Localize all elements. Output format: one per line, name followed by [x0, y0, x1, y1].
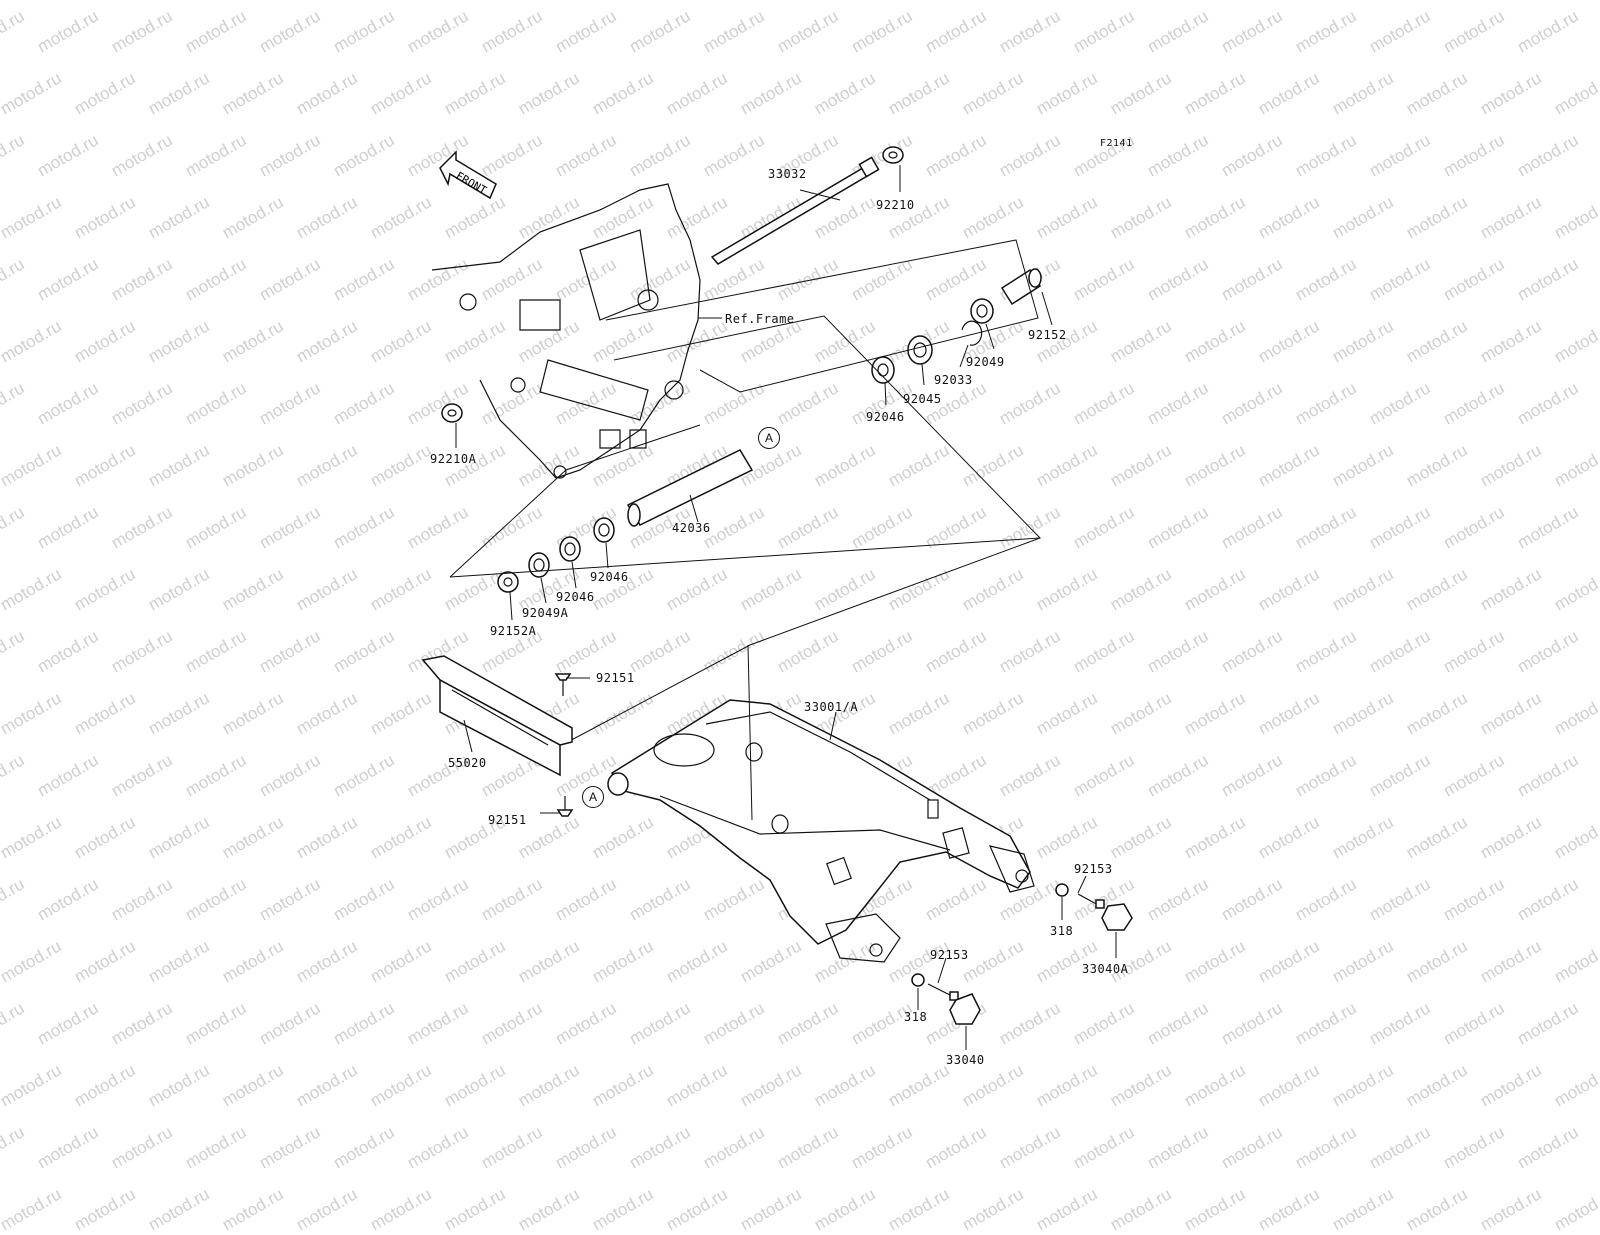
ref-frame-label: Ref.Frame — [725, 312, 795, 326]
part-label: 92049 — [966, 355, 1005, 369]
part-label: 92151 — [488, 813, 527, 827]
bolt-bottom — [556, 796, 574, 817]
collar-top — [1000, 268, 1042, 306]
part-label: 92046 — [866, 410, 905, 424]
part-label: 33032 — [768, 167, 807, 181]
part-label: 92151 — [596, 671, 635, 685]
part-label: 33040 — [946, 1053, 985, 1067]
pivot-shaft — [710, 156, 880, 265]
figure-code: F2141 — [1100, 138, 1133, 149]
part-label: 55020 — [448, 756, 487, 770]
part-label: 92210A — [430, 452, 477, 466]
part-label: 33040A — [1082, 962, 1129, 976]
frame-outline — [431, 183, 701, 479]
part-label: 318 — [1050, 924, 1074, 938]
part-label: 92046 — [590, 570, 629, 584]
adjust-bolt-right — [1077, 893, 1105, 909]
bolt-top — [554, 673, 572, 696]
front-arrow-icon: FRONT — [439, 150, 497, 200]
adjust-bolt-bottom — [927, 983, 959, 1001]
diagram-drawing: FRONT — [421, 146, 1133, 1050]
part-label: 92153 — [1074, 862, 1113, 876]
part-label: 33001/A — [804, 700, 859, 714]
part-label: 42036 — [672, 521, 711, 535]
chain-guide — [421, 655, 573, 777]
part-label: 318 — [904, 1010, 928, 1024]
part-label: 92153 — [930, 948, 969, 962]
ref-marker-top: A — [758, 427, 780, 449]
part-label: 92046 — [556, 590, 595, 604]
ref-marker-bottom: A — [582, 786, 604, 808]
swingarm — [607, 644, 1035, 963]
part-label: 92152 — [1028, 328, 1067, 342]
part-label: 92152A — [490, 624, 537, 638]
part-label: 92045 — [903, 392, 942, 406]
part-label: 92210 — [876, 198, 915, 212]
part-label: 92033 — [934, 373, 973, 387]
part-label: 92049A — [522, 606, 569, 620]
